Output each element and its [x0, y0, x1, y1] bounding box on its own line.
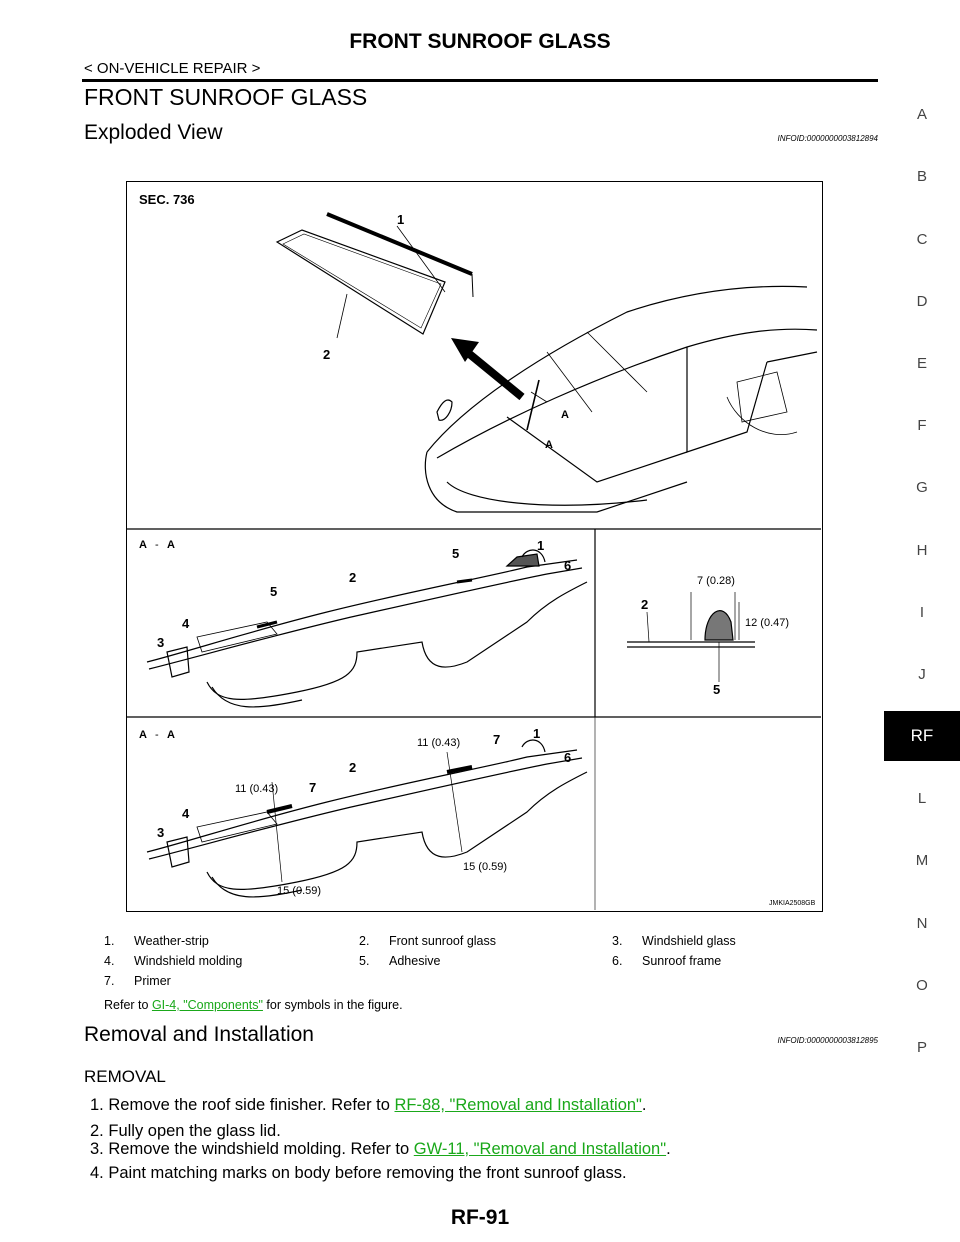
- legend-text-1: Weather-strip: [134, 934, 209, 948]
- page-header-subtitle: < ON-VEHICLE REPAIR >: [84, 60, 261, 77]
- side-index-g[interactable]: G: [916, 479, 928, 496]
- removal-installation-info-id: INFOID:0000000003812895: [777, 1036, 878, 1045]
- step-4: 4. Paint matching marks on body before r…: [90, 1164, 627, 1183]
- step-4-number: 4.: [90, 1164, 104, 1182]
- legend-num-4: 4.: [104, 954, 115, 968]
- step-3-number: 3.: [90, 1140, 104, 1158]
- page-header-title: FRONT SUNROOF GLASS: [349, 30, 611, 53]
- section-dash-2: -: [155, 729, 159, 741]
- legend-text-2: Front sunroof glass: [389, 934, 496, 948]
- side-index-o[interactable]: O: [916, 977, 928, 994]
- side-index-d[interactable]: D: [916, 293, 928, 310]
- step-3-after: .: [666, 1140, 671, 1158]
- legend-text-4: Windshield molding: [134, 954, 243, 968]
- section-title: FRONT SUNROOF GLASS: [84, 84, 368, 110]
- side-index-h[interactable]: H: [916, 542, 928, 559]
- step-2: 2. Fully open the glass lid.: [90, 1122, 281, 1141]
- step-1-text: Remove the roof side finisher. Refer to: [108, 1096, 395, 1114]
- side-index-l[interactable]: L: [917, 790, 927, 807]
- side-index-n[interactable]: N: [916, 915, 928, 932]
- figure-legend: 1. Weather-strip 2. Front sunroof glass …: [104, 934, 764, 994]
- header-rule: [82, 79, 878, 82]
- step-2-number: 2.: [90, 1122, 104, 1140]
- page-number: RF-91: [450, 1206, 510, 1229]
- exploded-view-figure: SEC. 736: [126, 181, 823, 912]
- callout-a-upper: A: [561, 409, 569, 421]
- step-2-text: Fully open the glass lid.: [108, 1122, 281, 1140]
- dim-7: 7 (0.28): [697, 575, 735, 587]
- callout-3-lower: 3: [157, 825, 164, 840]
- callout-6-upper: 6: [564, 558, 571, 573]
- exploded-view-illustration: SEC. 736: [127, 192, 821, 910]
- gi-4-components-link[interactable]: GI-4, "Components": [151, 998, 263, 1012]
- refer-prefix: Refer to: [104, 998, 152, 1012]
- rf-88-link[interactable]: RF-88, "Removal and Installation": [394, 1096, 642, 1114]
- exploded-view-info-id: INFOID:0000000003812894: [777, 134, 878, 143]
- step-1-number: 1.: [90, 1096, 104, 1114]
- callout-1-upper: 1: [537, 538, 544, 553]
- callout-2-upper: 2: [349, 570, 356, 585]
- symbols-reference-note: Refer to GI-4, "Components" for symbols …: [104, 998, 403, 1012]
- legend-num-5: 5.: [359, 954, 370, 968]
- side-index-f[interactable]: F: [917, 417, 927, 434]
- callout-4-lower: 4: [182, 806, 190, 821]
- dim-12: 12 (0.47): [745, 617, 789, 629]
- section-label-a3: A: [139, 729, 147, 741]
- sec-label: SEC. 736: [139, 192, 195, 207]
- side-index-p[interactable]: P: [916, 1039, 927, 1056]
- legend-text-6: Sunroof frame: [642, 954, 722, 968]
- legend-num-3: 3.: [612, 934, 623, 948]
- section-dash-1: -: [155, 539, 159, 551]
- dim-11-upper: 11 (0.43): [417, 737, 460, 749]
- side-index-b[interactable]: B: [916, 168, 927, 185]
- dim-15-left: 15 (0.59): [277, 885, 321, 897]
- callout-1-lower: 1: [533, 726, 540, 741]
- callout-5-upper-a: 5: [452, 546, 459, 561]
- figure-id: JMKIA2508GB: [769, 900, 816, 907]
- step-1: 1. Remove the roof side finisher. Refer …: [90, 1096, 647, 1115]
- refer-suffix: for symbols in the figure.: [262, 998, 403, 1012]
- callout-a-lower: A: [545, 439, 553, 451]
- section-label-a4: A: [167, 729, 175, 741]
- step-1-after: .: [641, 1096, 647, 1114]
- section-label-a2: A: [167, 539, 175, 551]
- step-3: 3. Remove the windshield molding. Refer …: [90, 1140, 671, 1159]
- side-index-e[interactable]: E: [916, 355, 927, 372]
- gw-11-link[interactable]: GW-11, "Removal and Installation": [413, 1140, 667, 1158]
- dim-15-right: 15 (0.59): [463, 861, 507, 873]
- dim-11-lower: 11 (0.43): [235, 783, 278, 795]
- removal-subheading: REMOVAL: [84, 1067, 166, 1086]
- side-index-a[interactable]: A: [916, 106, 927, 123]
- callout-5-detail: 5: [713, 682, 720, 697]
- legend-num-2: 2.: [359, 934, 370, 948]
- callout-4-upper: 4: [182, 616, 190, 631]
- side-index-rf-active[interactable]: RF: [884, 711, 960, 761]
- legend-text-3: Windshield glass: [642, 934, 736, 948]
- side-index-i[interactable]: I: [919, 604, 925, 621]
- callout-2-lower: 2: [349, 760, 356, 775]
- callout-1: 1: [397, 212, 404, 227]
- legend-num-1: 1.: [104, 934, 115, 948]
- legend-text-7: Primer: [134, 974, 171, 988]
- step-4-text: Paint matching marks on body before remo…: [108, 1164, 627, 1182]
- side-index-m[interactable]: M: [915, 852, 929, 869]
- side-index-c[interactable]: C: [916, 231, 928, 248]
- callout-3-upper: 3: [157, 635, 164, 650]
- callout-7-lower-a: 7: [493, 732, 500, 747]
- removal-installation-heading: Removal and Installation: [84, 1023, 314, 1046]
- legend-num-6: 6.: [612, 954, 623, 968]
- callout-6-lower: 6: [564, 750, 571, 765]
- exploded-view-heading: Exploded View: [84, 121, 223, 144]
- callout-7-lower-b: 7: [309, 780, 316, 795]
- legend-num-7: 7.: [104, 974, 115, 988]
- step-3-text: Remove the windshield molding. Refer to: [108, 1140, 414, 1158]
- callout-5-upper-b: 5: [270, 584, 277, 599]
- callout-2-detail: 2: [641, 597, 648, 612]
- side-index-j[interactable]: J: [918, 666, 926, 683]
- legend-text-5: Adhesive: [389, 954, 441, 968]
- callout-2: 2: [323, 347, 330, 362]
- section-label-a1: A: [139, 539, 147, 551]
